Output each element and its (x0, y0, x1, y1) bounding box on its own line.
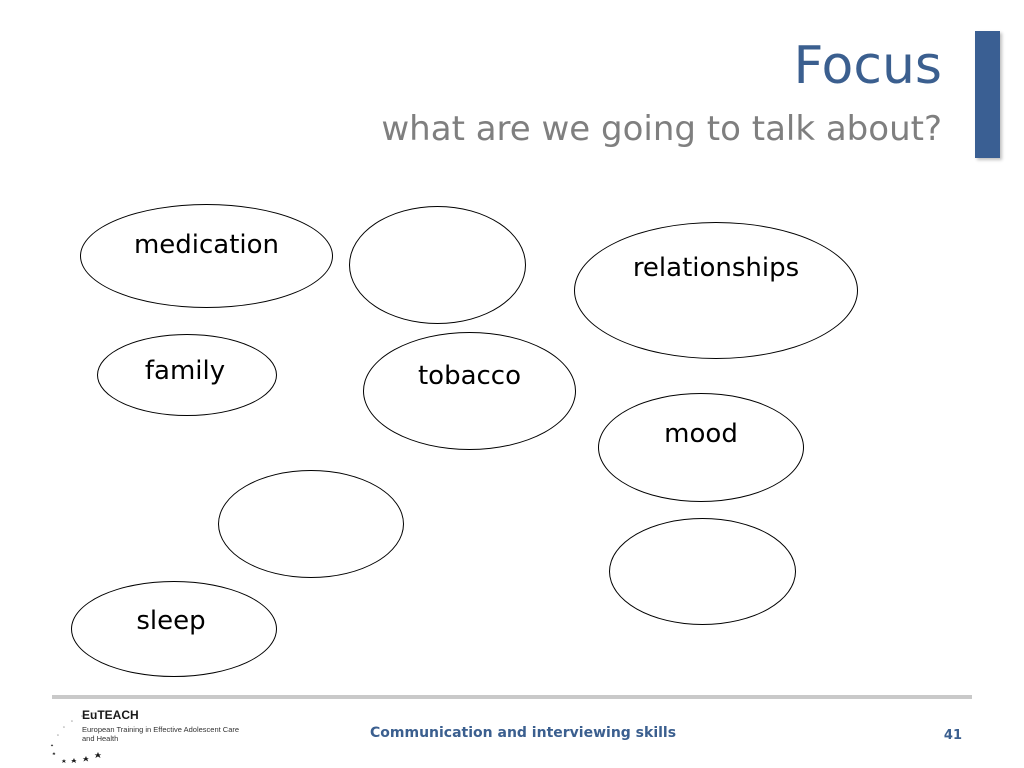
page-number: 41 (943, 728, 962, 743)
bubble-family: family (97, 334, 277, 416)
footer-course-title: Communication and interviewing skills (370, 725, 677, 741)
bubble-relationships: relationships (574, 222, 858, 359)
bubble-label: relationships (632, 253, 800, 283)
bubble-empty (349, 206, 526, 324)
logo-tagline: European Training in Effective Adolescen… (82, 725, 240, 743)
bubble-label: medication (133, 230, 280, 260)
stars-icon (50, 711, 107, 763)
logo-name: EuTEACH (82, 708, 139, 722)
footer-divider (52, 695, 972, 699)
slide-title: Focus (793, 36, 942, 96)
accent-bar (975, 31, 1000, 158)
bubble-label: family (144, 356, 226, 386)
bubble-empty (609, 518, 796, 625)
bubble-mood: mood (598, 393, 804, 502)
bubble-label: mood (664, 419, 738, 449)
bubble-sleep: sleep (71, 581, 277, 677)
bubble-medication: medication (80, 204, 333, 308)
slide-subtitle: what are we going to talk about? (381, 109, 942, 149)
euteach-logo: EuTEACH European Training in Effective A… (50, 708, 250, 764)
bubble-label: sleep (136, 606, 206, 636)
bubble-empty (218, 470, 404, 578)
bubble-label: tobacco (417, 361, 522, 391)
bubble-tobacco: tobacco (363, 332, 576, 450)
